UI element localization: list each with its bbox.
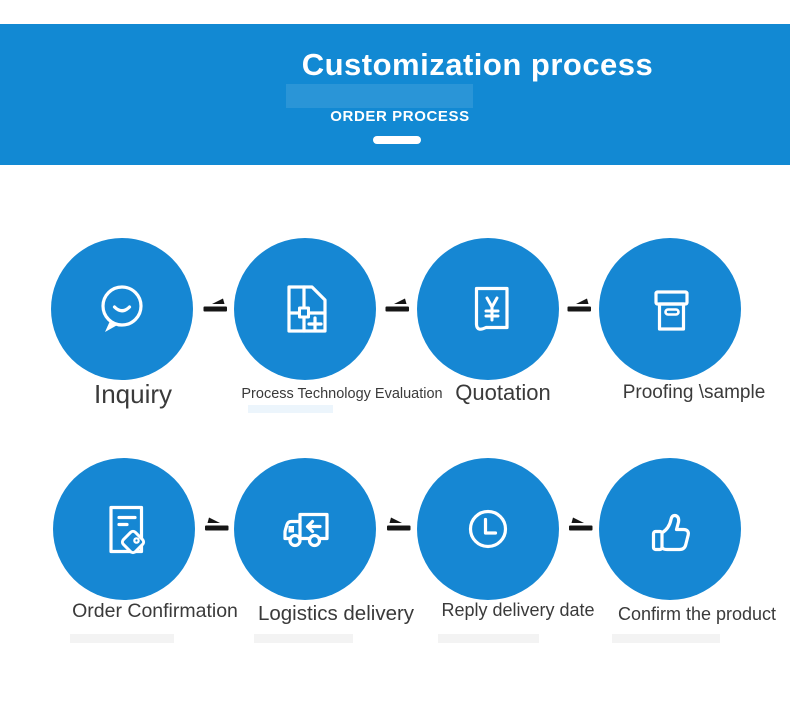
page-title: Customization process bbox=[301, 47, 654, 82]
blueprint-icon bbox=[267, 271, 343, 347]
thumbs-up-icon bbox=[632, 491, 708, 567]
arrow-right-icon bbox=[567, 296, 593, 313]
arrow-left-icon bbox=[567, 515, 593, 532]
step-circle-order-confirmation bbox=[53, 458, 195, 600]
step-circle-inquiry bbox=[51, 238, 193, 380]
arrow-left-icon bbox=[203, 515, 229, 532]
chat-smile-icon bbox=[84, 271, 160, 347]
ghost-bar bbox=[248, 405, 333, 413]
page-subtitle: ORDER PROCESS bbox=[330, 108, 470, 125]
step-label-inquiry: Inquiry bbox=[93, 379, 173, 409]
step-circle-logistics bbox=[234, 458, 376, 600]
step-circle-process-evaluation bbox=[234, 238, 376, 380]
subtitle-underline bbox=[373, 136, 421, 144]
step-circle-quotation bbox=[417, 238, 559, 380]
delivery-truck-icon bbox=[267, 491, 343, 567]
arrow-left-icon bbox=[385, 515, 411, 532]
price-book-icon bbox=[450, 271, 526, 347]
ghost-bar bbox=[70, 634, 174, 643]
step-label-confirm-product: Confirm the product bbox=[617, 604, 777, 624]
step-circle-proofing bbox=[599, 238, 741, 380]
sample-box-icon bbox=[632, 271, 708, 347]
ghost-bar bbox=[612, 634, 720, 643]
document-tag-icon bbox=[86, 491, 162, 567]
step-circle-reply-date bbox=[417, 458, 559, 600]
step-label-logistics: Logistics delivery bbox=[257, 602, 415, 625]
step-circle-confirm-product bbox=[599, 458, 741, 600]
ghost-bar bbox=[438, 634, 539, 643]
step-label-proofing: Proofing \sample bbox=[622, 382, 766, 403]
arrow-right-icon bbox=[385, 296, 411, 313]
step-label-order-confirmation: Order Confirmation bbox=[72, 600, 238, 622]
arrow-right-icon bbox=[203, 296, 229, 313]
ghost-bar bbox=[254, 634, 353, 643]
banner-ghost-box bbox=[286, 84, 473, 108]
header-banner: Customization process ORDER PROCESS bbox=[0, 24, 790, 165]
step-label-reply-date: Reply delivery date bbox=[441, 600, 595, 620]
clock-icon bbox=[450, 491, 526, 567]
step-label-process-evaluation: Process Technology Evaluation bbox=[241, 386, 443, 402]
step-label-quotation: Quotation bbox=[455, 380, 551, 405]
